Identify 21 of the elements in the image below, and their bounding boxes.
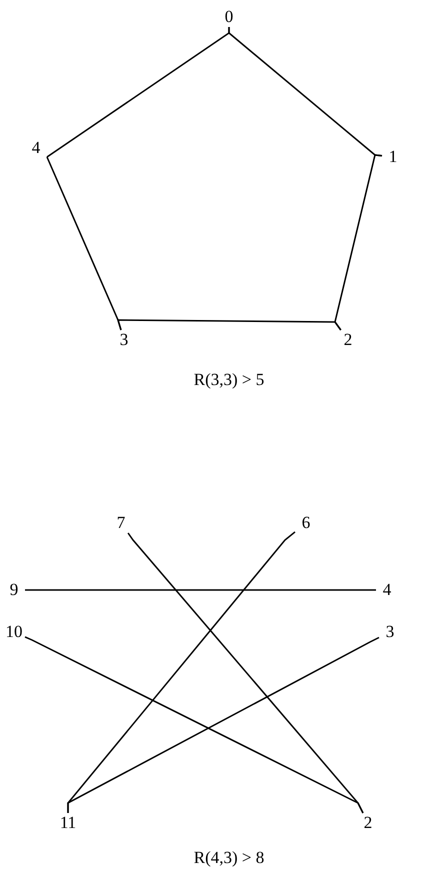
graph-edge — [46, 27, 230, 158]
caption: R(4,3) > 8 — [194, 848, 264, 868]
vertex-label: 4 — [25, 138, 47, 158]
vertex-label: 6 — [295, 513, 317, 533]
graph-edge — [46, 156, 122, 330]
vertex-label: 3 — [113, 330, 135, 350]
caption: R(3,3) > 5 — [194, 370, 264, 390]
vertex-label: 9 — [3, 580, 25, 600]
graph-edge — [25, 589, 376, 591]
vertex-label: 2 — [357, 813, 379, 833]
vertex-label: 11 — [57, 813, 79, 833]
vertex-label: 2 — [337, 330, 359, 350]
vertex-label: 1 — [382, 147, 404, 167]
vertex-label: 4 — [376, 580, 398, 600]
graph-edge — [24, 636, 364, 814]
graph-edge — [67, 636, 380, 813]
vertex-label: 3 — [379, 622, 401, 642]
graph-edge — [116, 319, 342, 330]
vertex-label: 7 — [110, 513, 132, 533]
vertex-label: 10 — [3, 622, 25, 642]
vertex-label: 0 — [218, 7, 240, 27]
